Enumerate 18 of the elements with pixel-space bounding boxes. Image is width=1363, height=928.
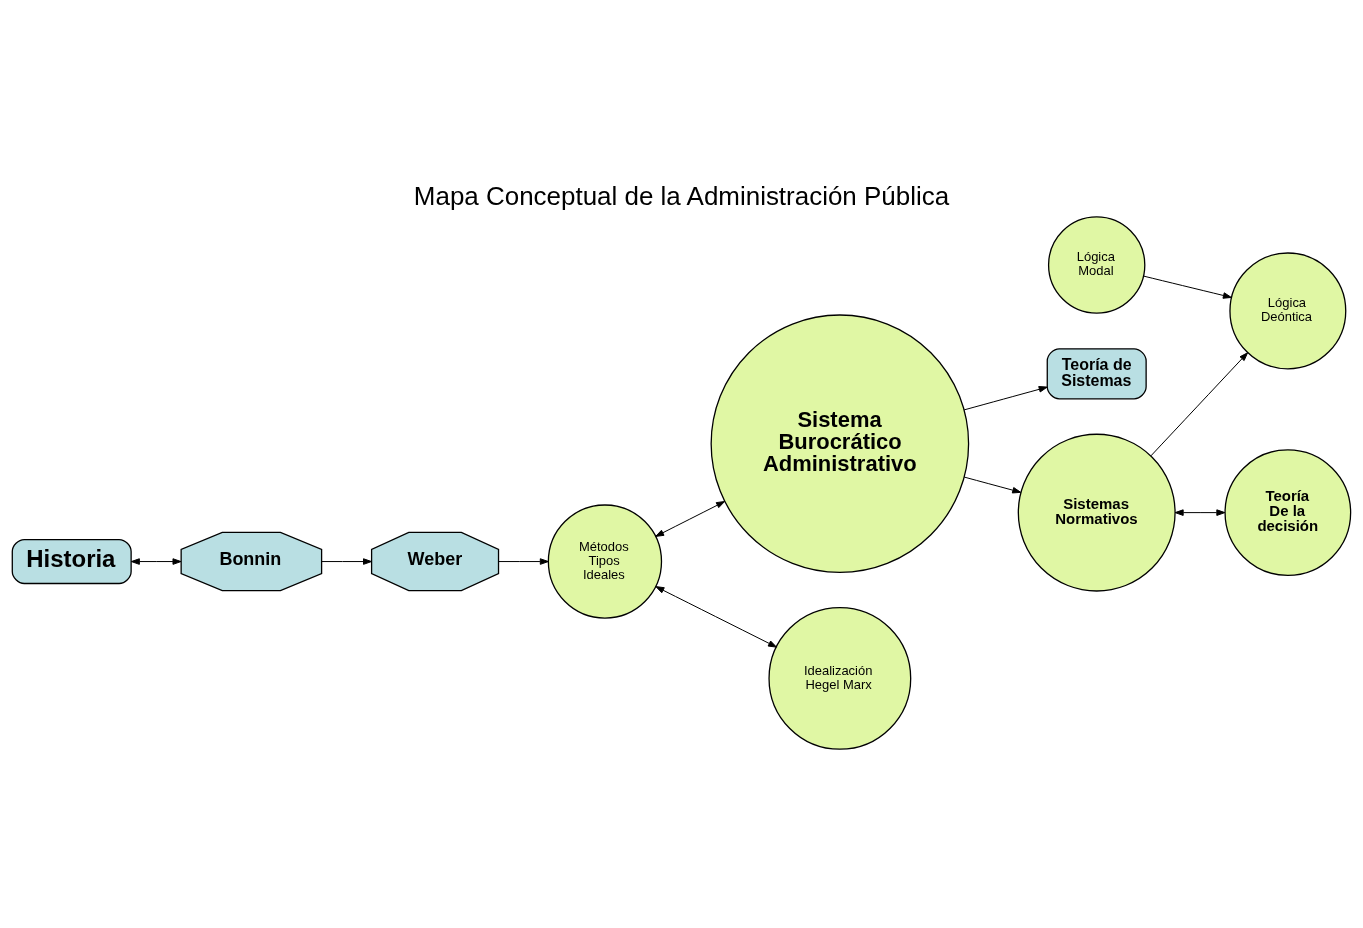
node-box: Teoría de Sistemas <box>1046 347 1147 399</box>
diagram-title: Mapa Conceptual de la Administración Pública <box>413 180 950 211</box>
arrow <box>498 557 549 565</box>
arrow <box>130 557 182 565</box>
arrow <box>655 500 726 537</box>
arrow <box>963 476 1022 493</box>
node-box: Historia <box>11 538 132 584</box>
node-circle: Sistema Burocrático Administrativo <box>710 313 970 573</box>
node-circle: Sistemas Normativos <box>1017 433 1176 592</box>
node-circle: Teoría De la decisión <box>1224 448 1352 576</box>
arrow <box>1150 351 1249 456</box>
arrow <box>1174 508 1226 516</box>
arrow <box>1143 275 1232 299</box>
arrow <box>321 557 372 565</box>
arrow <box>963 385 1048 410</box>
arrow <box>655 585 777 648</box>
node-circle: Lógica Modal <box>1047 215 1146 314</box>
node-circle: Lógica Deóntica <box>1229 251 1347 369</box>
